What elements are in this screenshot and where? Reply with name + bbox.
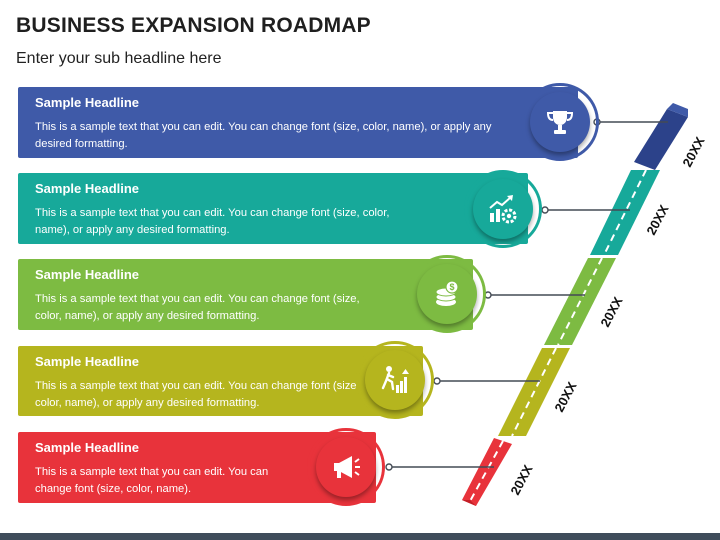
year-label-1: 20XX bbox=[679, 134, 707, 169]
svg-text:$: $ bbox=[449, 282, 454, 292]
road-segment-4 bbox=[498, 347, 570, 437]
page-subtitle: Enter your sub headline here bbox=[16, 50, 222, 67]
roadmap-band-3: Sample Headline This is a sample text th… bbox=[18, 259, 473, 330]
connector-dot-4 bbox=[433, 377, 441, 385]
band-text: This is a sample text that you can edit.… bbox=[35, 207, 390, 236]
coins-icon: $ bbox=[435, 280, 459, 306]
megaphone-icon bbox=[334, 456, 360, 478]
band-text: This is a sample text that you can edit.… bbox=[35, 293, 360, 322]
road-segment-2 bbox=[590, 169, 660, 256]
band-headline: Sample Headline bbox=[35, 267, 140, 282]
band-headline: Sample Headline bbox=[35, 440, 140, 455]
year-label-2: 20XX bbox=[643, 202, 671, 237]
roadmap-band-1: Sample Headline This is a sample text th… bbox=[18, 87, 578, 158]
band-text: This is a sample text that you can edit.… bbox=[35, 466, 269, 495]
band-headline: Sample Headline bbox=[35, 354, 140, 369]
road-segment-1 bbox=[634, 103, 688, 170]
page-title: BUSINESS EXPANSION ROADMAP bbox=[16, 14, 371, 37]
milestone-icon-2 bbox=[464, 170, 542, 248]
band-headline: Sample Headline bbox=[35, 95, 140, 110]
connector-dot-2 bbox=[541, 206, 549, 214]
footer-bar bbox=[0, 533, 720, 540]
year-label-3: 20XX bbox=[597, 294, 625, 329]
band-text: This is a sample text that you can edit.… bbox=[35, 121, 492, 150]
milestone-icon-5 bbox=[307, 428, 385, 506]
milestone-icon-1 bbox=[521, 83, 599, 161]
connector-dot-5 bbox=[385, 463, 393, 471]
milestone-icon-3: $ bbox=[408, 255, 486, 333]
roadmap-band-2: Sample Headline This is a sample text th… bbox=[18, 173, 528, 244]
road-segment-5 bbox=[462, 438, 512, 506]
year-label-5: 20XX bbox=[507, 462, 535, 497]
trophy-icon bbox=[546, 111, 574, 134]
band-headline: Sample Headline bbox=[35, 181, 140, 196]
band-text: This is a sample text that you can edit.… bbox=[35, 380, 360, 409]
milestone-icon-4 bbox=[356, 341, 434, 419]
year-label-4: 20XX bbox=[551, 379, 579, 414]
growth-chart-gear-icon bbox=[489, 195, 517, 224]
climbing-person-icon bbox=[381, 366, 409, 393]
roadmap-band-4: Sample Headline This is a sample text th… bbox=[18, 346, 423, 416]
road-segment-3 bbox=[544, 257, 616, 346]
